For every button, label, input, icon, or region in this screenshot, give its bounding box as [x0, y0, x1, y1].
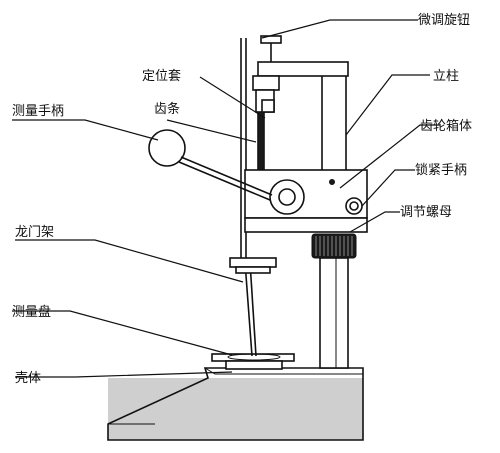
label-positioning-sleeve: 定位套 [142, 68, 181, 84]
adjusting-nut-part [311, 233, 357, 259]
label-rack: 齿条 [154, 101, 180, 117]
label-gearbox: 齿轮箱体 [420, 118, 472, 134]
fine-adjust-knob-part [260, 35, 282, 62]
housing-body [107, 367, 364, 441]
label-measuring-handle: 测量手柄 [12, 104, 64, 119]
leader-lines [12, 19, 440, 378]
label-fine-knob: 微调旋钮 [418, 13, 470, 28]
gearbox-housing-part [244, 169, 368, 233]
rack-and-sleeve-part [252, 75, 280, 171]
label-measuring-plate: 测量盘 [12, 304, 51, 320]
measuring-plate-part [211, 353, 295, 370]
label-housing: 壳体 [15, 371, 41, 386]
label-gantry-frame: 龙门架 [15, 225, 54, 240]
measuring-handle-part [148, 129, 273, 201]
label-column: 立柱 [433, 69, 459, 84]
label-adjusting-nut: 调节螺母 [400, 205, 452, 220]
label-lock-handle: 锁紧手柄 [415, 162, 467, 178]
